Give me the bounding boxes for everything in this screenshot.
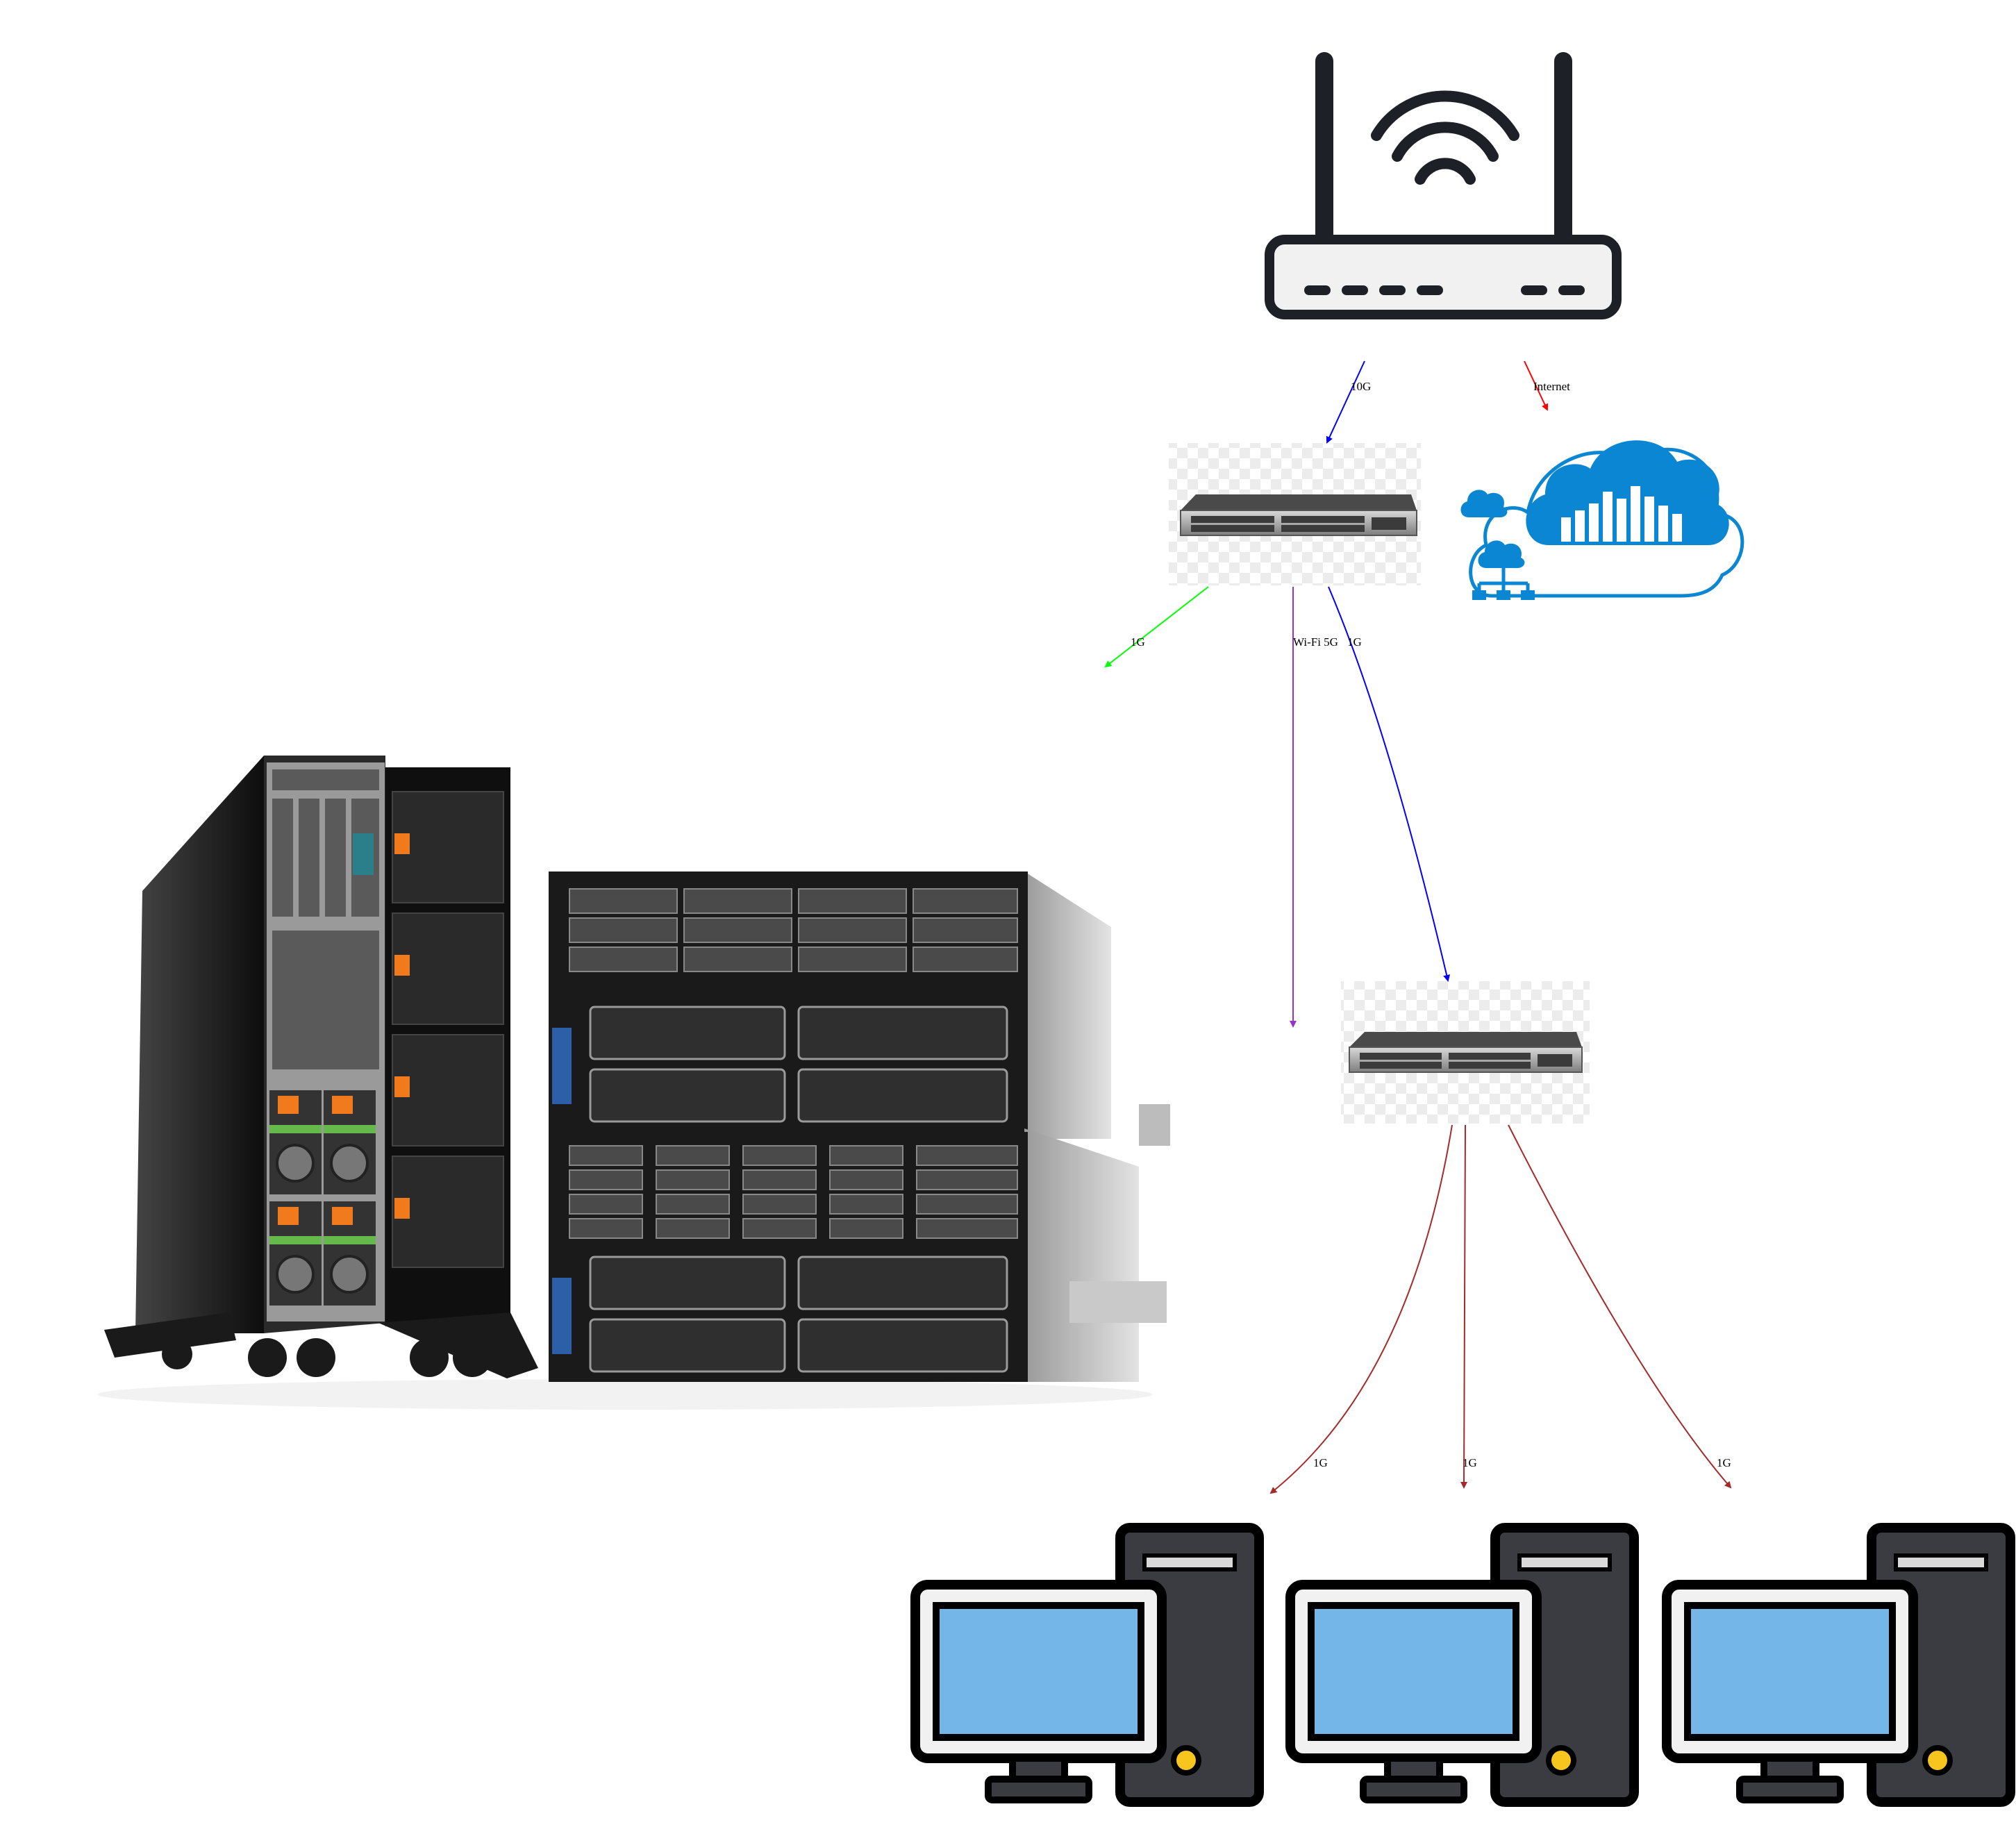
- edge-switch-pc3: [1508, 1124, 1732, 1489]
- desktop-computer-icon: [1285, 1523, 1639, 1807]
- edge-label-wifi: Wi-Fi 5G: [1293, 635, 1338, 649]
- wifi-router-icon: [1265, 52, 1622, 319]
- edge-switch-top-switch-bottom: [1328, 586, 1451, 982]
- edge-label-10g: 10G: [1351, 380, 1371, 393]
- edge-switch-pc2: [1460, 1124, 1468, 1489]
- edge-label-pc1: 1G: [1313, 1456, 1328, 1469]
- edge-label-pc3: 1G: [1717, 1456, 1731, 1469]
- network-switch-icon: [1180, 494, 1417, 536]
- edges: [1104, 360, 1732, 1494]
- edge-switch-servers: [1104, 586, 1209, 668]
- edge-labels: 10G Internet 1G Wi-Fi 5G 1G 1G 1G 1G: [1131, 380, 1731, 1469]
- edge-router-switch-top: [1326, 360, 1365, 444]
- server-rack-icon: [97, 756, 1170, 1410]
- desktop-computer-icon: [1662, 1523, 2015, 1807]
- edge-label-internet: Internet: [1533, 380, 1570, 393]
- edge-router-cloud: [1524, 360, 1549, 411]
- edge-label-servers: 1G: [1131, 635, 1145, 649]
- edge-label-switch2: 1G: [1347, 635, 1362, 649]
- cloud-storage-icon: [1460, 440, 1744, 600]
- network-switch-icon: [1349, 1032, 1583, 1073]
- edge-switch-pc1: [1269, 1124, 1453, 1494]
- edge-label-pc2: 1G: [1463, 1456, 1477, 1469]
- switch-bottom: [1341, 981, 1590, 1124]
- desktop-computer-icon: [910, 1523, 1264, 1807]
- switch-top: [1169, 443, 1421, 585]
